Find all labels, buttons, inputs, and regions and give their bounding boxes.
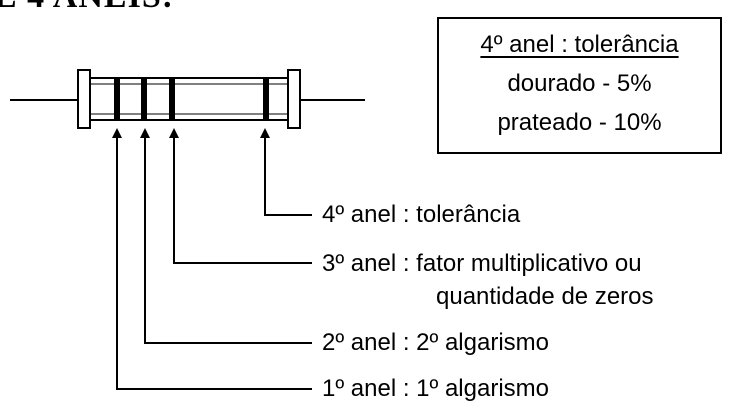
callout-ring-1: 1º anel : 1º algarismo <box>322 375 549 403</box>
callout-ring-1-text: 1º algarismo <box>416 375 549 402</box>
band-2 <box>141 78 147 120</box>
callout-ring-3-continuation: quantidade de zeros <box>436 283 654 310</box>
tolerance-legend-box: 4º anel : tolerância dourado - 5% pratea… <box>437 17 722 154</box>
leader-line-1 <box>112 128 312 390</box>
leader-line-3 <box>169 128 312 264</box>
legend-gold-line: dourado - 5% <box>507 70 652 97</box>
callout-ring-1-label: 1º anel <box>322 375 397 402</box>
callout-ring-4-text: tolerância <box>416 201 521 228</box>
band-3 <box>169 78 175 120</box>
callout-ring-3-label: 3º anel <box>322 250 397 277</box>
callout-ring-2-text: 2º algarismo <box>416 329 549 356</box>
callout-ring-3-text: fator multiplicativo ou <box>416 250 642 277</box>
callout-ring-4-label: 4º anel <box>322 201 397 228</box>
callout-ring-3-sep: : <box>396 250 417 277</box>
band-4 <box>263 78 269 120</box>
callout-ring-4: 4º anel : tolerância <box>322 201 520 229</box>
leader-line-4 <box>260 128 312 216</box>
callout-ring-4-sep: : <box>396 201 417 228</box>
callout-ring-2: 2º anel : 2º algarismo <box>322 329 549 357</box>
header-fragment: E 4 ANEIS: <box>0 0 174 16</box>
legend-silver-line: prateado - 10% <box>497 109 662 136</box>
callout-ring-1-sep: : <box>396 375 417 402</box>
callout-ring-2-label: 2º anel <box>322 329 397 356</box>
band-1 <box>114 78 120 120</box>
resistor-body <box>77 69 301 129</box>
callout-ring-2-sep: : <box>396 329 417 356</box>
leader-line-2 <box>140 128 312 344</box>
callout-ring-3: 3º anel : fator multiplicativo ou <box>322 250 642 278</box>
legend-title: 4º anel : tolerância <box>480 31 679 58</box>
